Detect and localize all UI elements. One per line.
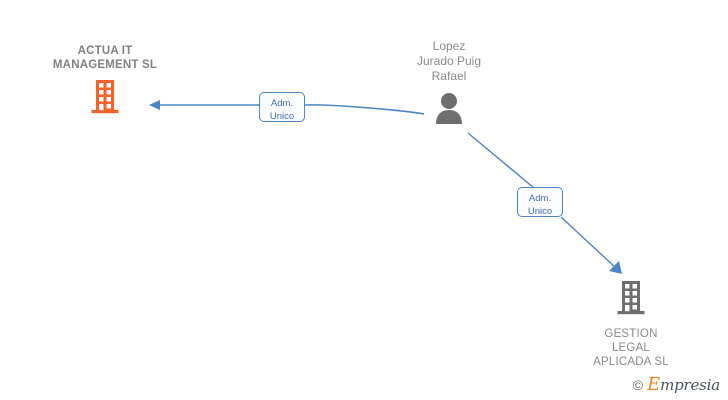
brand-logo-text: Empresia [647, 376, 720, 394]
edge-person-to-gestion-segment-lower [560, 216, 617, 269]
person-icon [432, 91, 466, 130]
node-person-lopez-jurado-puig-rafael[interactable]: Lopez Jurado Puig Rafael [354, 39, 544, 130]
copyright-icon: © [632, 377, 644, 393]
brand-initial: E [647, 374, 661, 395]
node-label-actua-it: ACTUA IT MANAGEMENT SL [52, 45, 158, 71]
arrowhead-icon-actua [149, 100, 160, 110]
node-label-gestion-legal: GESTION LEGAL APLICADA SL [593, 328, 669, 368]
node-company-actua-it[interactable]: ACTUA IT MANAGEMENT SL [10, 44, 200, 120]
node-company-gestion-legal-aplicada[interactable]: GESTION LEGAL APLICADA SL [536, 280, 726, 369]
building-icon [616, 280, 646, 321]
edge-label-adm-unico-actua[interactable]: Adm. Unico [259, 92, 305, 122]
edge-label-adm-unico-gestion[interactable]: Adm. Unico [517, 187, 563, 217]
empresia-watermark: © Empresia [633, 376, 720, 394]
brand-rest: mpresia [660, 376, 720, 394]
node-label-person: Lopez Jurado Puig Rafael [416, 39, 482, 83]
arrowhead-icon-gestion [609, 261, 622, 274]
building-icon [90, 79, 120, 120]
edge-person-to-actua [149, 100, 425, 115]
edge-person-to-gestion [467, 132, 622, 274]
edge-person-to-gestion-segment-upper [467, 132, 535, 189]
edge-person-to-actua-segment-right [304, 104, 425, 115]
